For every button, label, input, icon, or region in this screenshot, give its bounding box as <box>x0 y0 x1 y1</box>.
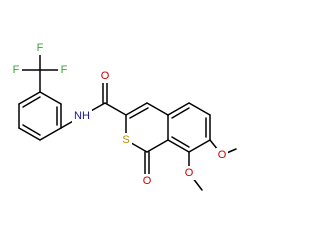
bond-c4a-c5 <box>167 102 190 116</box>
atom-o-amide-label: O <box>101 70 110 82</box>
atom-nh-label: NH <box>74 110 90 122</box>
bond-c7-c8 <box>188 139 211 153</box>
atom-labels: F F F O NH S O O <box>10 41 228 188</box>
chemical-structure: F F F O NH S O O <box>10 41 237 191</box>
bond-phenyl-1 <box>39 91 62 105</box>
atom-f-bottom: F <box>34 41 46 55</box>
bond-benzo-inner-3 <box>171 136 190 148</box>
atom-o-methoxy-lower: O <box>183 166 195 180</box>
atom-s-label: S <box>122 134 129 146</box>
bond-c8-c8a <box>167 139 190 153</box>
bond-benzo-inner-1 <box>171 107 190 119</box>
atom-f-right-label: F <box>61 64 68 76</box>
atom-f-left-label: F <box>13 64 20 76</box>
atom-o-carbonyl-label: O <box>143 175 152 187</box>
atom-nh: NH <box>72 109 92 123</box>
bond-c3-c4 <box>125 102 148 116</box>
atom-o-methoxy-upper-label: O <box>218 149 227 161</box>
bond-phenyl-inner-1 <box>22 96 41 108</box>
bond-phenyl-inner-3 <box>22 124 41 136</box>
atom-o-methoxy-upper: O <box>216 148 228 162</box>
bond-phenyl-3 <box>39 127 62 141</box>
bond-amide-to-ring <box>104 102 127 116</box>
atom-s: S <box>120 133 132 147</box>
bond-lines <box>18 52 237 191</box>
bond-c4-c4a <box>146 102 169 116</box>
atom-o-amide: O <box>99 69 111 83</box>
atom-f-left: F <box>10 63 22 77</box>
atom-f-bottom-label: F <box>37 42 44 54</box>
bond-phenyl-6 <box>18 91 41 105</box>
atom-o-carbonyl: O <box>141 174 153 188</box>
bond-c5-c6 <box>188 102 211 116</box>
bond-c8a-c1 <box>146 139 169 153</box>
bond-phenyl-4 <box>18 127 41 141</box>
atom-o-methoxy-lower-label: O <box>185 167 194 179</box>
bond-c3-c4-inner <box>129 107 149 119</box>
atom-f-right: F <box>58 63 70 77</box>
